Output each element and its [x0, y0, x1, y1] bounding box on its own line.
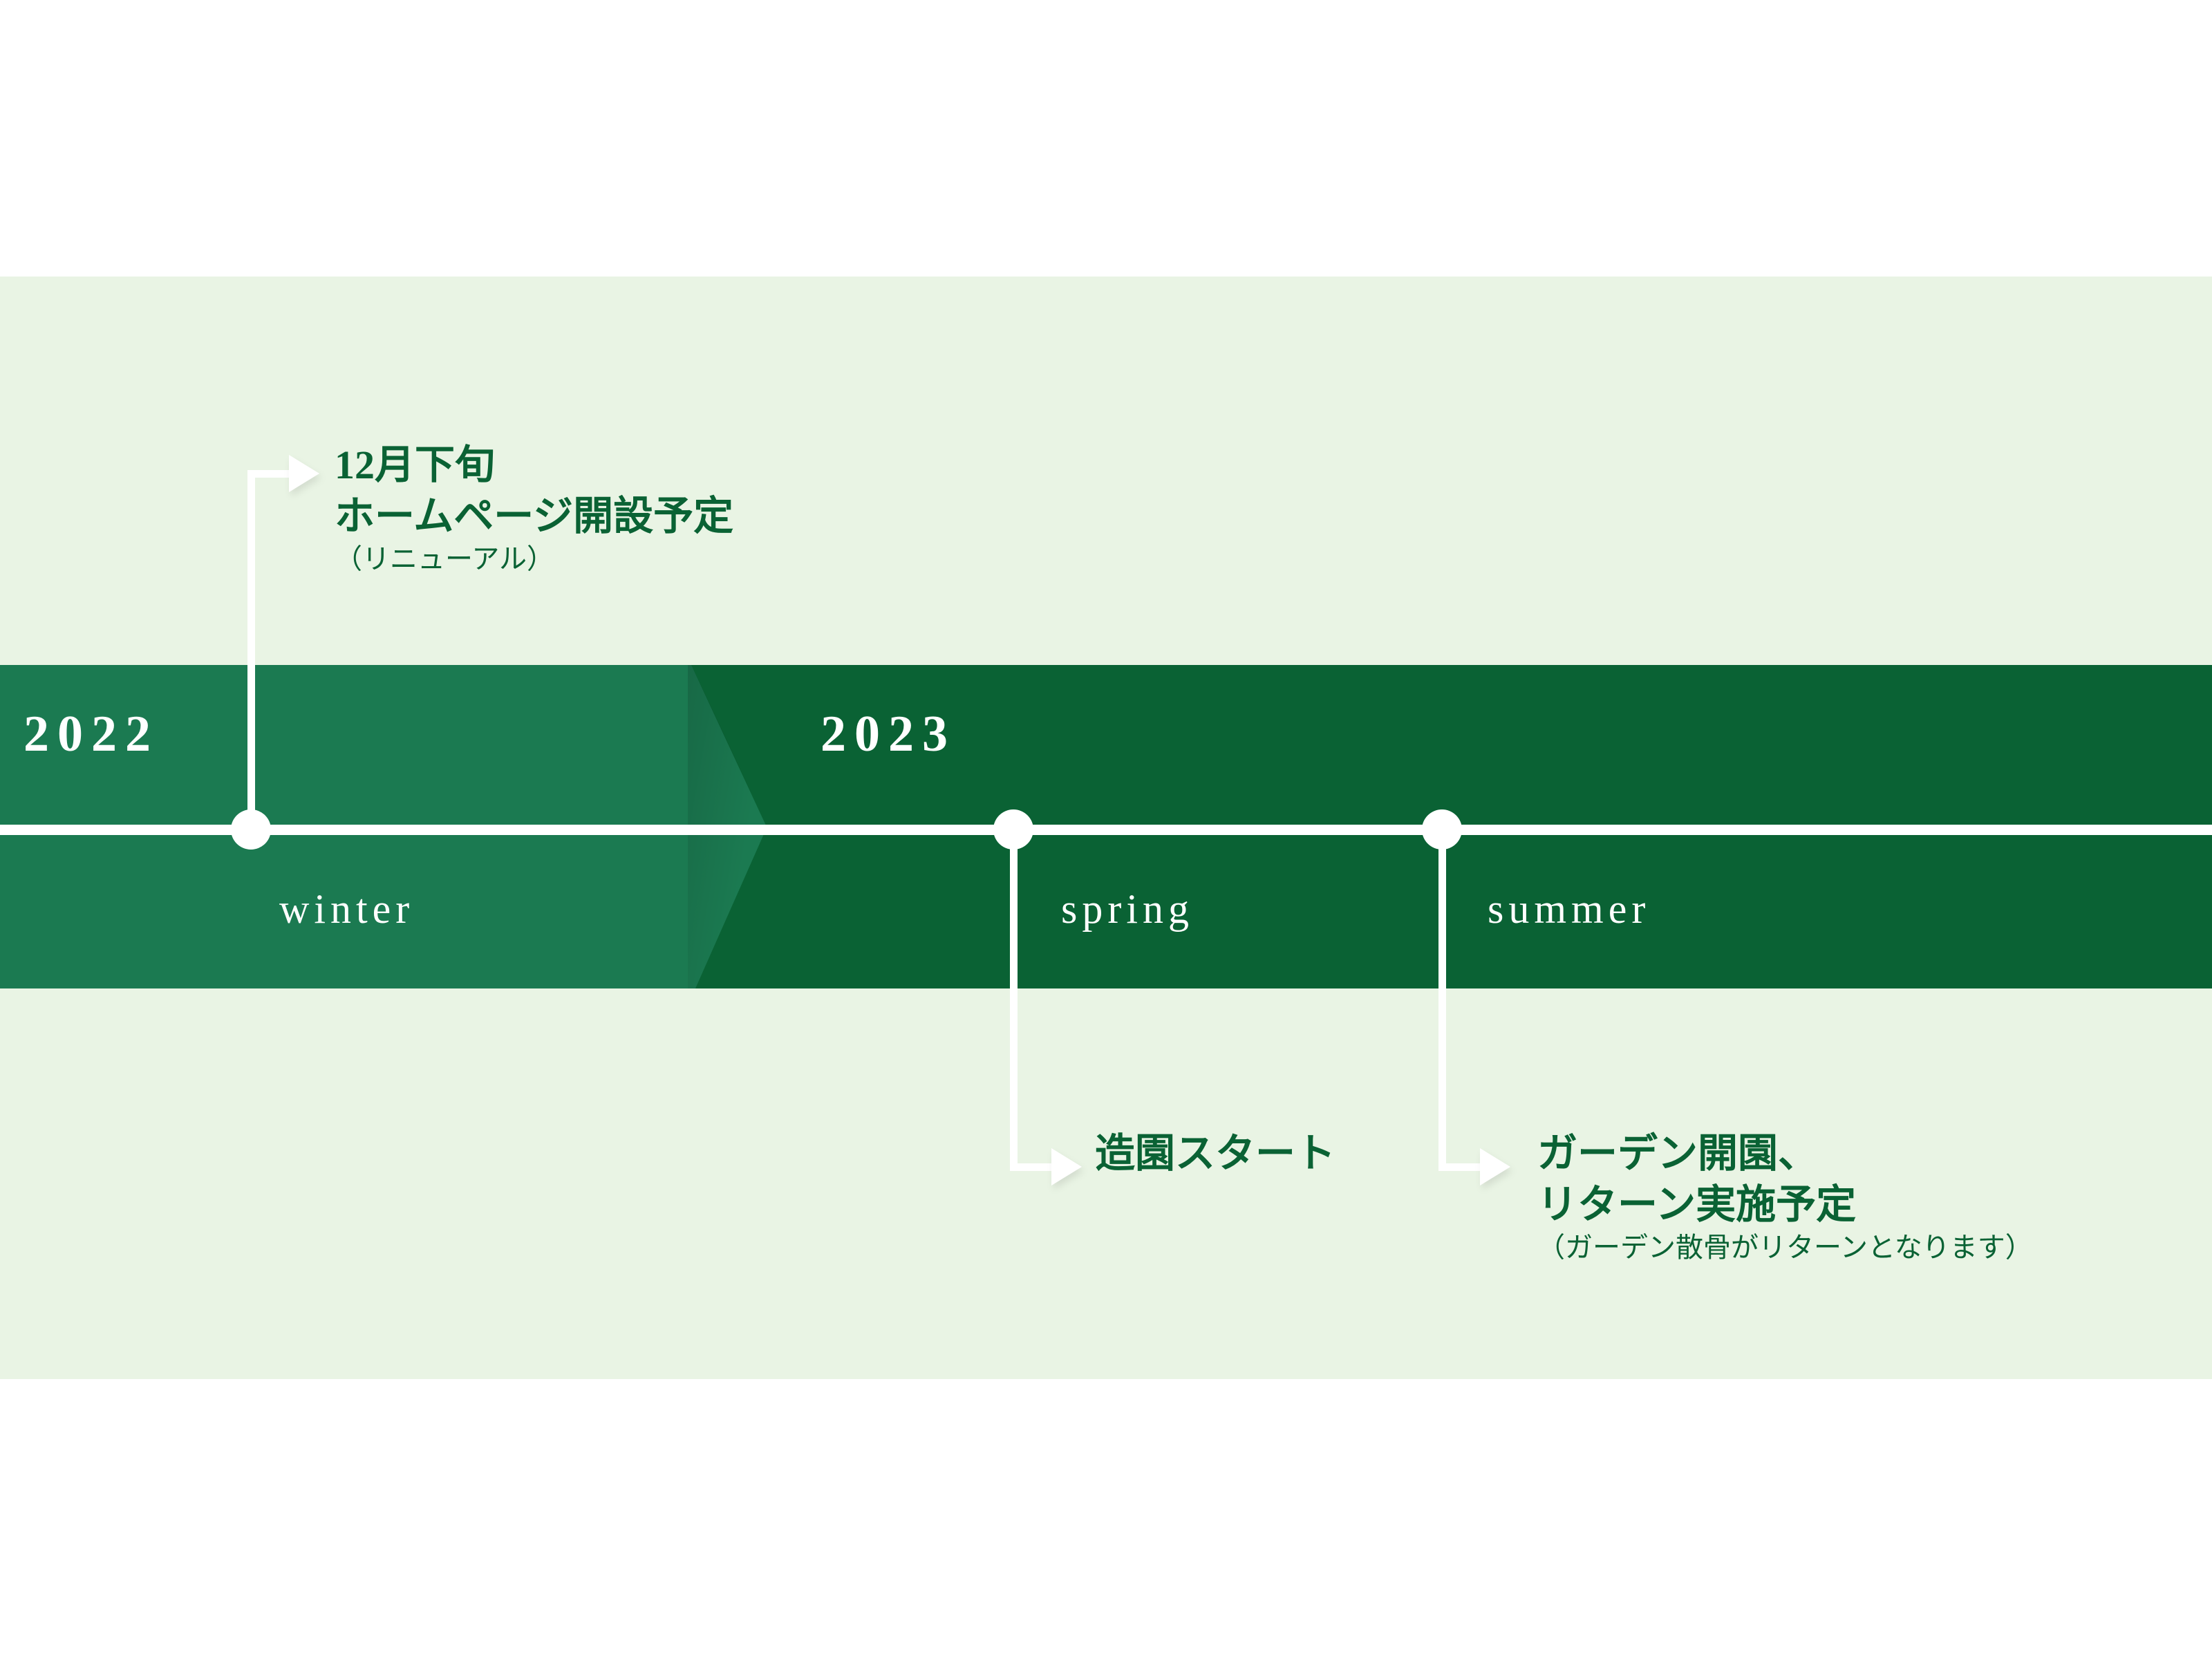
connector-vertical-garden	[1438, 830, 1446, 1171]
arrow-head-garden	[1480, 1148, 1510, 1185]
connector-vertical-homepage	[247, 470, 255, 830]
milestone-note: （ガーデン散骨がリターンとなります）	[1537, 1232, 2033, 1264]
year-label-2023: 2023	[821, 706, 956, 762]
milestone-dot-winter[interactable]	[231, 809, 271, 850]
milestone-line: ガーデン開園、	[1537, 1131, 1819, 1176]
milestone-line: 造園スタート	[1095, 1131, 1336, 1176]
connector-horizontal-homepage	[247, 470, 290, 478]
timeline-axis-line	[0, 825, 2212, 835]
milestone-line: 12月下旬	[335, 442, 496, 487]
connector-horizontal-garden	[1438, 1163, 1481, 1171]
connector-horizontal-landscaping	[1010, 1163, 1053, 1171]
connector-vertical-landscaping	[1010, 830, 1018, 1171]
milestone-callout-landscaping: 造園スタート	[1095, 1128, 1335, 1179]
arrow-head-homepage	[289, 455, 319, 492]
milestone-callout-garden: ガーデン開園、 リターン実施予定 （ガーデン散骨がリターンとなります）	[1537, 1128, 2033, 1266]
milestone-callout-homepage: 12月下旬 ホームページ開設予定 （リニューアル）	[335, 440, 733, 577]
milestone-line: ホームページ開設予定	[335, 493, 734, 538]
milestone-dot-spring[interactable]	[993, 809, 1033, 850]
milestone-line: リターン実施予定	[1537, 1181, 1857, 1227]
season-label-spring: spring	[1061, 886, 1194, 932]
arrow-head-landscaping	[1051, 1148, 1082, 1185]
milestone-note: （リニューアル）	[335, 543, 554, 575]
milestone-dot-summer[interactable]	[1422, 809, 1462, 850]
season-label-winter: winter	[279, 886, 415, 932]
year-label-2022: 2022	[24, 706, 159, 762]
season-label-summer: summer	[1488, 886, 1651, 932]
